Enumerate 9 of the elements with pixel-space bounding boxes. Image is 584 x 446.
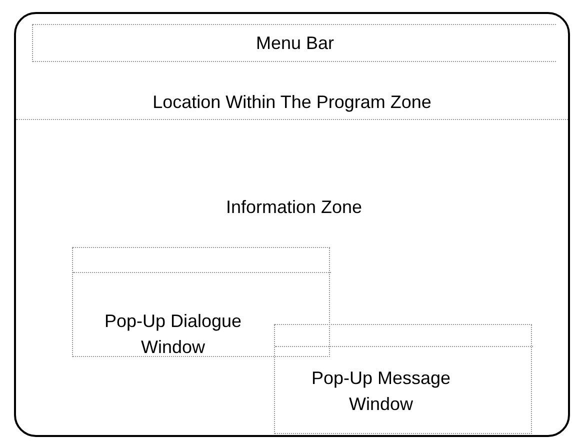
- zone-label: Menu Bar: [254, 32, 336, 55]
- zone-label: Pop-Up Dialogue Window: [103, 310, 243, 359]
- window-frame: [14, 12, 570, 437]
- zone-band: [32, 24, 556, 62]
- popup-window: [274, 324, 532, 434]
- zone-label: Location Within The Program Zone: [152, 91, 432, 114]
- zone-label: Information Zone: [224, 196, 364, 219]
- popup-window: [72, 247, 330, 357]
- zone-label: Pop-Up Message Window: [310, 367, 452, 416]
